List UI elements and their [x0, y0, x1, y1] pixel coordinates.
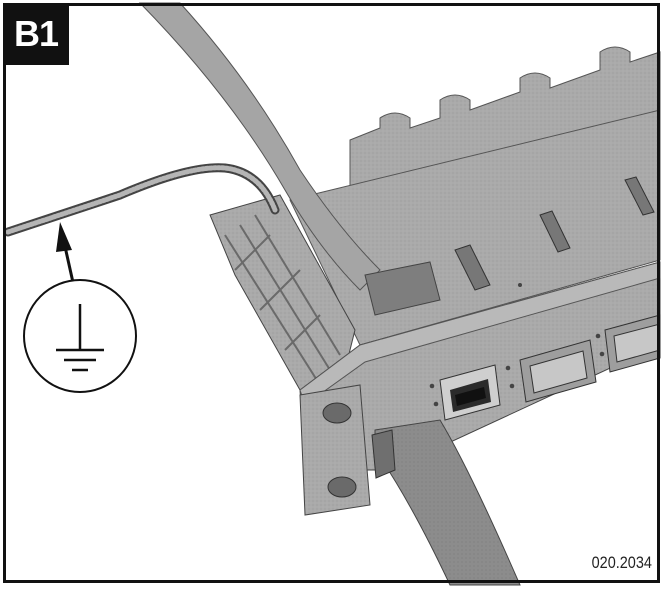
mounting-hole-lower: [327, 476, 357, 498]
ground-wire-highlight: [5, 165, 278, 235]
mounting-hole-upper: [322, 402, 352, 424]
ground-arrow-head: [56, 222, 72, 252]
step-label: B1: [3, 3, 69, 65]
top-slots: [454, 176, 655, 291]
panel-dots: [429, 283, 605, 407]
bracket-ribs: [224, 214, 341, 386]
cable-connector-block: [364, 261, 441, 316]
drawing-reference-number: 020.2034: [591, 553, 652, 572]
ground-symbol-icon: [23, 279, 137, 393]
rj45-port: [439, 364, 501, 421]
front-flat-cable-edge: [371, 429, 396, 479]
sfp-openings: [519, 314, 661, 403]
figure-frame: [3, 3, 660, 583]
front-flat-cable: [374, 419, 521, 586]
